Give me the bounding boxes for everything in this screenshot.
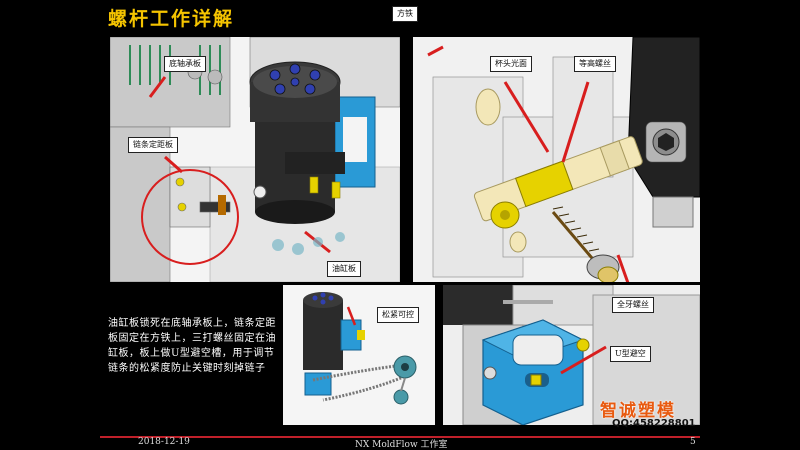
description-text: 油缸板锁死在底轴承板上，链条定距板固定在方铁上，三打螺丝固定在油缸板，板上做U型…: [108, 318, 276, 374]
screw-detail-panel: [413, 37, 700, 282]
label-u-relief: U型避空: [610, 346, 651, 362]
main-assembly-illustration: [110, 37, 400, 282]
label-chain-plate: 链条定距板: [128, 137, 178, 153]
slide-title: 螺杆工作详解: [108, 8, 235, 30]
label-cylinder-plate: 油缸板: [327, 261, 361, 277]
screw-detail-illustration: [413, 37, 700, 282]
qq-contact: QQ:458228801: [612, 418, 696, 429]
u-slot-illustration: [443, 285, 700, 425]
footer-date: 2018-12-19: [138, 437, 190, 447]
page-number: 5: [690, 437, 696, 447]
main-assembly-panel: [110, 37, 400, 282]
label-loose-tight: 松紧可控: [377, 307, 419, 323]
label-full-thread: 全牙螺丝: [612, 297, 654, 313]
brand-logo-text: 智诚塑模: [600, 401, 676, 421]
chain-overview-illustration: [283, 285, 435, 425]
label-square-iron: 方铁: [392, 6, 418, 22]
chain-overview-panel: [283, 285, 435, 425]
label-socket-head: 杯头光面: [490, 56, 532, 72]
footer-divider: [100, 436, 700, 438]
u-slot-panel: [443, 285, 700, 425]
label-shoulder-screw: 等高螺丝: [574, 56, 616, 72]
label-bottom-plate: 底轴承板: [164, 56, 206, 72]
footer-studio: NX MoldFlow 工作室: [355, 440, 448, 450]
